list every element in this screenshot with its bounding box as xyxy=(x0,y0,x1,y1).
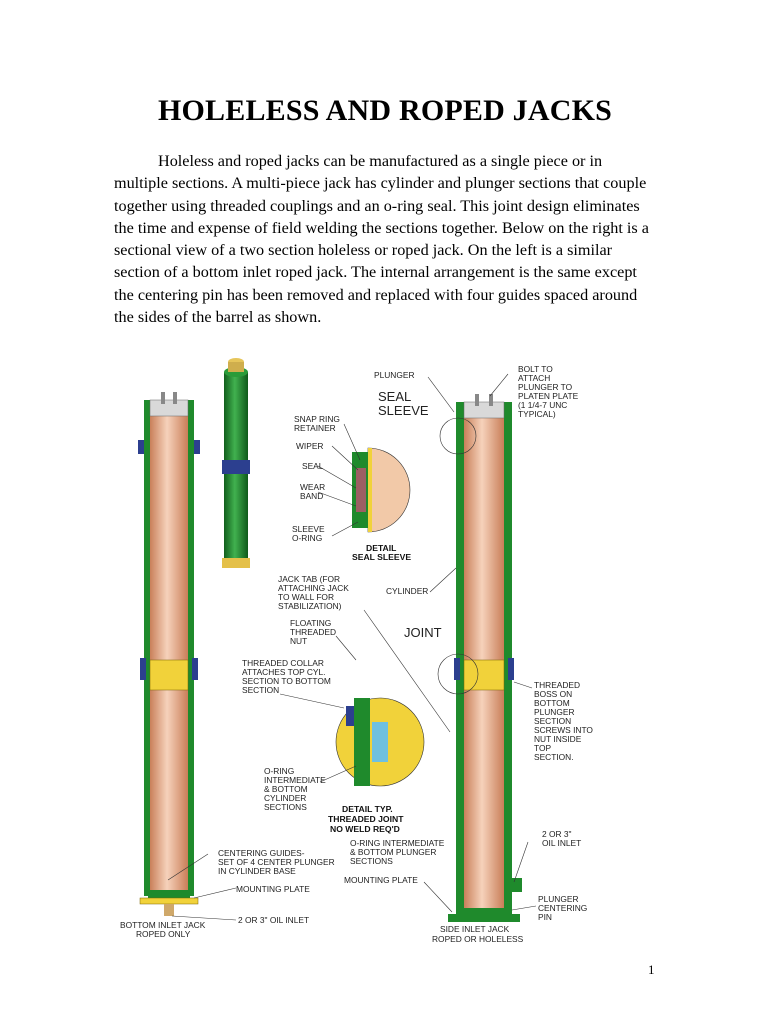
label-boss-6: SCREWS INTO xyxy=(534,725,593,735)
label-plunger: PLUNGER xyxy=(374,370,415,380)
label-snap-ring-2: RETAINER xyxy=(294,423,336,433)
label-guides-2: SET OF 4 CENTER PLUNGER xyxy=(218,857,335,867)
label-oring-int-5: SECTIONS xyxy=(264,802,307,812)
label-wear-band-1: WEAR xyxy=(300,482,325,492)
label-boss-4: PLUNGER xyxy=(534,707,575,717)
label-bolt-4: PLATEN PLATE xyxy=(518,391,579,401)
label-bolt-5: (1 1/4-7 UNC xyxy=(518,400,567,410)
label-bolt-2: ATTACH xyxy=(518,373,550,383)
label-oring-int-3: & BOTTOM xyxy=(264,784,308,794)
label-oring-plunger-2: & BOTTOM PLUNGER xyxy=(350,847,436,857)
label-seal: SEAL xyxy=(302,461,324,471)
label-boss-3: BOTTOM xyxy=(534,698,570,708)
label-collar-2: ATTACHES TOP CYL. xyxy=(242,667,325,677)
label-seal-sleeve-1: SEAL xyxy=(378,389,411,404)
bottom-inlet-jack-section xyxy=(138,392,200,916)
label-wiper: WIPER xyxy=(296,441,323,451)
label-oring-int-2: INTERMEDIATE xyxy=(264,775,326,785)
label-guides-1: CENTERING GUIDES- xyxy=(218,848,305,858)
label-boss-5: SECTION xyxy=(534,716,571,726)
label-boss-7: NUT INSIDE xyxy=(534,734,582,744)
label-sleeve-oring-1: SLEEVE xyxy=(292,524,325,534)
label-collar-1: THREADED COLLAR xyxy=(242,658,324,668)
label-jack-tab-4: STABILIZATION) xyxy=(278,601,342,611)
label-collar-3: SECTION TO BOTTOM xyxy=(242,676,331,686)
figure-labels: PLUNGER SEAL SLEEVE BOLT TO ATTACH PLUNG… xyxy=(120,364,593,944)
label-jack-tab-3: TO WALL FOR xyxy=(278,592,334,602)
seal-sleeve-detail xyxy=(352,447,411,533)
label-joint: JOINT xyxy=(404,625,442,640)
label-oil-inlet-bottom: 2 OR 3" OIL INLET xyxy=(238,915,309,925)
label-sleeve-oring-2: O-RING xyxy=(292,533,322,543)
label-floating-3: NUT xyxy=(290,636,307,646)
page-number: 1 xyxy=(648,962,655,977)
label-oring-plunger-1: O-RING INTERMEDIATE xyxy=(350,838,445,848)
body-paragraph-block: Holeless and roped jacks can be manufact… xyxy=(114,150,654,328)
label-side-inlet-2: ROPED OR HOLELESS xyxy=(432,934,524,944)
label-bottom-inlet-2: ROPED ONLY xyxy=(136,929,191,939)
label-side-inlet-1: SIDE INLET JACK xyxy=(440,924,510,934)
label-pin-2: CENTERING xyxy=(538,903,587,913)
label-snap-ring-1: SNAP RING xyxy=(294,414,340,424)
label-detail-seal-2: SEAL SLEEVE xyxy=(352,552,411,562)
label-boss-9: SECTION. xyxy=(534,752,574,762)
label-detail-joint-1: DETAIL TYP. xyxy=(342,804,393,814)
jack-sectional-diagram: PLUNGER SEAL SLEEVE BOLT TO ATTACH PLUNG… xyxy=(120,358,593,944)
label-collar-4: SECTION xyxy=(242,685,279,695)
side-inlet-jack-section xyxy=(437,394,522,922)
label-guides-3: IN CYLINDER BASE xyxy=(218,866,296,876)
label-detail-joint-2: THREADED JOINT xyxy=(328,814,404,824)
label-boss-1: THREADED xyxy=(534,680,580,690)
label-cylinder: CYLINDER xyxy=(386,586,428,596)
label-bolt-6: TYPICAL) xyxy=(518,409,556,419)
label-bolt-3: PLUNGER TO xyxy=(518,382,573,392)
threaded-joint-detail xyxy=(335,697,425,787)
label-wear-band-2: BAND xyxy=(300,491,323,501)
label-oil-inlet-side-1: 2 OR 3" xyxy=(542,829,572,839)
label-oil-inlet-side-2: OIL INLET xyxy=(542,838,581,848)
label-bolt-1: BOLT TO xyxy=(518,364,553,374)
leader-lines xyxy=(167,373,537,921)
label-oring-int-1: O-RING xyxy=(264,766,294,776)
label-boss-2: BOSS ON xyxy=(534,689,572,699)
label-mounting-plate-right: MOUNTING PLATE xyxy=(344,875,418,885)
label-floating-2: THREADED xyxy=(290,627,336,637)
label-floating-1: FLOATING xyxy=(290,618,331,628)
label-pin-3: PIN xyxy=(538,912,552,922)
page-title: HOLELESS AND ROPED JACKS xyxy=(157,94,613,127)
label-oring-int-4: CYLINDER xyxy=(264,793,306,803)
label-pin-1: PLUNGER xyxy=(538,894,579,904)
label-mounting-plate-left: MOUNTING PLATE xyxy=(236,884,310,894)
label-bottom-inlet-1: BOTTOM INLET JACK xyxy=(120,920,206,930)
label-boss-8: TOP xyxy=(534,743,551,753)
body-paragraph: Holeless and roped jacks can be manufact… xyxy=(114,152,649,327)
label-jack-tab-1: JACK TAB (FOR xyxy=(278,574,340,584)
label-detail-joint-3: NO WELD REQ'D xyxy=(330,824,400,834)
label-detail-seal-1: DETAIL xyxy=(366,543,396,553)
label-oring-plunger-3: SECTIONS xyxy=(350,856,393,866)
label-jack-tab-2: ATTACHING JACK xyxy=(278,583,349,593)
label-seal-sleeve-2: SLEEVE xyxy=(378,403,429,418)
jack-3d-render xyxy=(222,358,250,568)
